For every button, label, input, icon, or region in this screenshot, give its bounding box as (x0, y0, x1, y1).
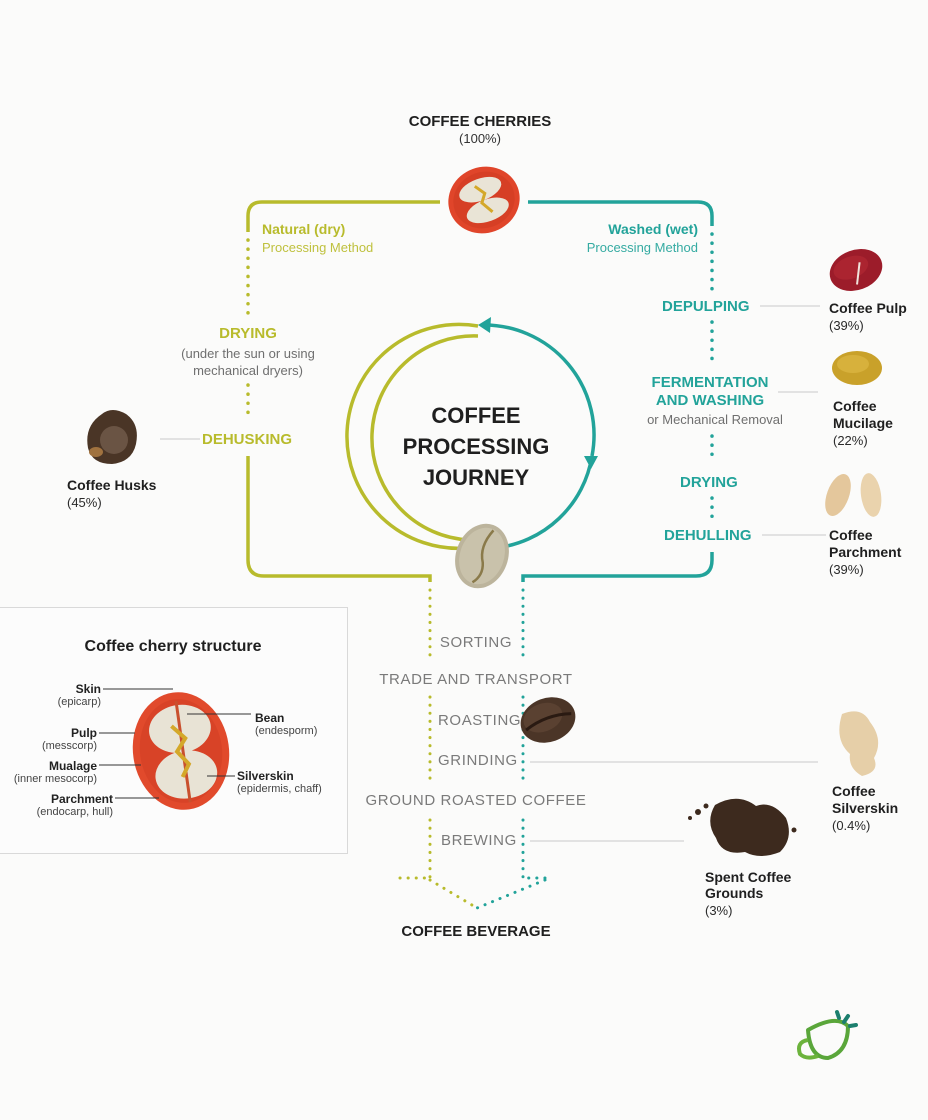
washed-arrow (475, 876, 547, 910)
label-parchment-name: Parchment (50, 792, 113, 806)
pulp-name: Coffee Pulp (829, 300, 907, 316)
washed-step-fermentation: FERMENTATION AND WASHING (630, 374, 790, 410)
label-bean: Bean (endesporm) (255, 711, 317, 738)
label-skin-sub: (epicarp) (57, 696, 101, 708)
grounds-name-1: Spent Coffee (705, 869, 792, 885)
washed-bottom-line (521, 552, 714, 582)
label-mucilage-sub: (inner mesocorp) (13, 773, 97, 785)
label-pulp-sub: (messcorp) (41, 740, 97, 752)
step-grinding: GRINDING (438, 752, 518, 769)
step-roasting: ROASTING (438, 712, 522, 729)
silverskin-name-2: Silverskin (832, 800, 899, 816)
label-pulp-name: Pulp (71, 726, 97, 740)
natural-step-drying: DRYING (219, 325, 277, 342)
spent-grounds-icon (688, 798, 797, 856)
label-skin-name: Skin (75, 682, 101, 696)
coffee-silverskin-icon (839, 711, 879, 776)
husks-pct: (45%) (67, 495, 102, 510)
label-mucilage: Mualage (inner mesocorp) (0, 759, 97, 786)
natural-method-sub: Processing Method (262, 240, 374, 255)
washed-step-drying: DRYING (680, 474, 738, 491)
pulp-pct: (39%) (829, 318, 864, 333)
silverskin-pct: (0.4%) (832, 818, 871, 833)
grounds-name-2: Grounds (705, 885, 764, 901)
coffee-cup-icon (797, 1010, 858, 1060)
natural-step-dehusking: DEHUSKING (202, 431, 293, 448)
natural-arc-inner (370, 334, 479, 542)
grounds-pct: (3%) (705, 903, 733, 918)
arrow-head-top (478, 317, 491, 333)
washed-step-fermentation-line2: AND WASHING (655, 392, 765, 409)
step-ground-roasted: GROUND ROASTED COFFEE (365, 792, 587, 809)
coffee-pulp-icon (829, 249, 883, 291)
natural-arc-outer (345, 322, 479, 551)
washed-arc-top (481, 323, 596, 457)
washed-method-sub: Processing Method (586, 240, 698, 255)
label-mucilage-name: Mualage (48, 759, 97, 773)
natural-bottom-line (246, 456, 432, 582)
washed-step-fermentation-note: or Mechanical Removal (647, 412, 783, 427)
center-title-line2: PROCESSING (402, 434, 550, 459)
step-sorting: SORTING (439, 634, 513, 651)
label-silverskin: Silverskin (epidermis, chaff) (237, 769, 322, 796)
natural-arrow (398, 876, 479, 910)
green-bean-icon (455, 523, 509, 589)
label-skin: Skin (epicarp) (0, 682, 101, 709)
step-brewing: BREWING (441, 832, 517, 849)
label-parchment-sub: (endocarp, hull) (36, 806, 113, 818)
label-bean-name: Bean (255, 711, 285, 725)
cherry-section-icon (132, 692, 230, 810)
parchment-name-1: Coffee (829, 527, 873, 543)
cherry-cross-section (99, 688, 251, 810)
label-bean-sub: (endesporm) (255, 725, 318, 737)
mucilage-pct: (22%) (833, 433, 868, 448)
washed-arc-bottom (494, 455, 594, 550)
center-title-line1: COFFEE (431, 403, 521, 428)
roasted-bean-icon (520, 697, 576, 743)
step-trade-transport: TRADE AND TRANSPORT (379, 671, 573, 688)
silverskin-name-1: Coffee (832, 783, 876, 799)
cherries-pct: (100%) (459, 131, 501, 146)
structure-title: Coffee cherry structure (84, 638, 262, 655)
label-silverskin-name: Silverskin (237, 769, 294, 783)
mucilage-name-2: Mucilage (833, 415, 893, 431)
label-pulp: Pulp (messcorp) (0, 726, 97, 753)
parchment-pct: (39%) (829, 562, 864, 577)
label-parchment: Parchment (endocarp, hull) (0, 792, 113, 819)
beverage-title: COFFEE BEVERAGE (401, 923, 551, 940)
washed-step-depulping: DEPULPING (662, 298, 750, 315)
coffee-cherry-icon (448, 166, 520, 234)
cherry-structure-panel: Coffee cherry structure Skin (epicarp) P… (0, 607, 348, 854)
natural-method-title: Natural (dry) (262, 221, 346, 237)
washed-method-title: Washed (wet) (608, 221, 698, 237)
natural-top-line (246, 200, 440, 232)
mucilage-name-1: Coffee (833, 398, 877, 414)
center-title: COFFEE PROCESSING JOURNEY (376, 400, 576, 493)
parchment-name-2: Parchment (829, 544, 902, 560)
cherries-title: COFFEE CHERRIES (408, 113, 552, 130)
center-title-line3: JOURNEY (422, 465, 530, 490)
arrow-head-right (584, 456, 598, 469)
natural-step-drying-note: (under the sun or using mechanical dryer… (181, 346, 315, 378)
washed-step-dehulling: DEHULLING (664, 527, 752, 544)
coffee-husk-icon (87, 410, 137, 464)
coffee-mucilage-icon (832, 351, 882, 385)
husks-name: Coffee Husks (67, 477, 157, 493)
coffee-parchment-icon (825, 473, 882, 517)
label-silverskin-sub: (epidermis, chaff) (237, 783, 322, 795)
washed-top-line (528, 200, 714, 226)
washed-step-fermentation-line1: FERMENTATION (651, 374, 769, 391)
